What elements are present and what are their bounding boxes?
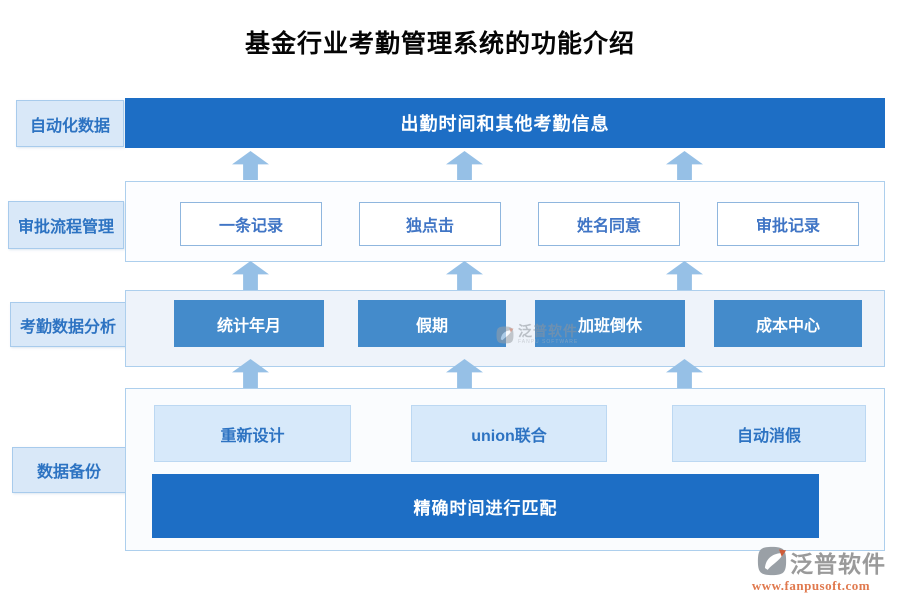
watermark: 泛普软件 FANPU SOFTWARE	[496, 324, 578, 345]
box-union-join: union联合	[411, 405, 607, 462]
row-label-approval-process: 审批流程管理	[8, 201, 124, 249]
footer-logo: 泛普软件 www.fanpusoft.com	[736, 546, 886, 594]
footer-brand-text: 泛普软件	[790, 552, 886, 577]
box-overtime-compensation: 加班倒休	[535, 300, 685, 347]
box-approval-record: 审批记录	[717, 202, 859, 246]
box-redesign: 重新设计	[154, 405, 351, 462]
row-label-data-backup: 数据备份	[12, 447, 126, 493]
footer-url-link[interactable]: www.fanpusoft.com	[751, 578, 871, 593]
box-holiday: 假期	[358, 300, 506, 347]
row-label-automation-data: 自动化数据	[16, 100, 124, 147]
watermark-caption: FANPU SOFTWARE	[518, 339, 579, 345]
up-arrow-icon	[446, 261, 483, 290]
up-arrow-icon	[232, 261, 269, 290]
box-single-record: 一条记录	[180, 202, 322, 246]
up-arrow-icon	[666, 261, 703, 290]
box-name-approve: 姓名同意	[538, 202, 680, 246]
up-arrow-icon	[232, 151, 269, 180]
watermark-brand: 泛普软件	[518, 323, 578, 339]
page-title: 基金行业考勤管理系统的功能介绍	[244, 31, 635, 58]
box-monthly-stats: 统计年月	[174, 300, 324, 347]
row-label-attendance-analysis: 考勤数据分析	[10, 302, 126, 347]
box-auto-cancel-leave: 自动消假	[672, 405, 866, 462]
attendance-info-banner: 出勤时间和其他考勤信息	[125, 98, 885, 148]
fanpu-logo-icon	[757, 546, 787, 576]
watermark-logo-icon	[496, 326, 514, 344]
exact-time-match-banner: 精确时间进行匹配	[152, 474, 819, 538]
box-single-click: 独点击	[359, 202, 501, 246]
box-cost-center: 成本中心	[714, 300, 862, 347]
up-arrow-icon	[666, 151, 703, 180]
up-arrow-icon	[446, 151, 483, 180]
